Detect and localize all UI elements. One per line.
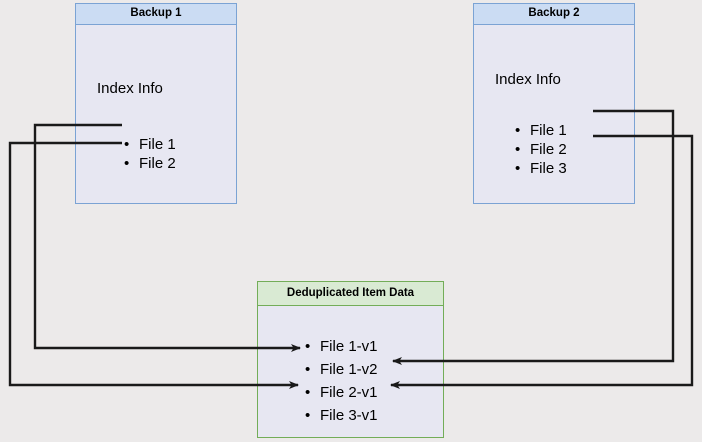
backup-2-index-label: Index Info	[495, 71, 561, 88]
deduplicated-item-list: File 1-v1 File 1-v2 File 2-v1 File 3-v1	[305, 335, 378, 427]
backup-1-box[interactable]: Backup 1 Index Info File 1 File 2	[75, 3, 237, 204]
dedup-item[interactable]: File 2-v1	[305, 381, 378, 404]
deduplicated-item-data-box[interactable]: Deduplicated Item Data File 1-v1 File 1-…	[257, 281, 444, 438]
backup-2-file-list: File 1 File 2 File 3	[515, 121, 567, 178]
backup-2-box[interactable]: Backup 2 Index Info File 1 File 2 File 3	[473, 3, 635, 204]
dedup-item[interactable]: File 1-v1	[305, 335, 378, 358]
backup-1-index-label: Index Info	[97, 80, 163, 97]
backup-1-file-list: File 1 File 2	[124, 135, 176, 173]
backup-2-file-item[interactable]: File 2	[515, 140, 567, 159]
backup-1-body: Index Info File 1 File 2	[76, 25, 236, 203]
deduplicated-item-data-body: File 1-v1 File 1-v2 File 2-v1 File 3-v1	[258, 306, 443, 437]
backup-1-header: Backup 1	[76, 4, 236, 25]
backup-2-body: Index Info File 1 File 2 File 3	[474, 25, 634, 203]
backup-1-file-item[interactable]: File 1	[124, 135, 176, 154]
backup-2-header: Backup 2	[474, 4, 634, 25]
backup-1-file-item[interactable]: File 2	[124, 154, 176, 173]
dedup-item[interactable]: File 1-v2	[305, 358, 378, 381]
backup-2-file-item[interactable]: File 3	[515, 159, 567, 178]
deduplicated-item-data-header: Deduplicated Item Data	[258, 282, 443, 306]
backup-2-file-item[interactable]: File 1	[515, 121, 567, 140]
dedup-item[interactable]: File 3-v1	[305, 404, 378, 427]
